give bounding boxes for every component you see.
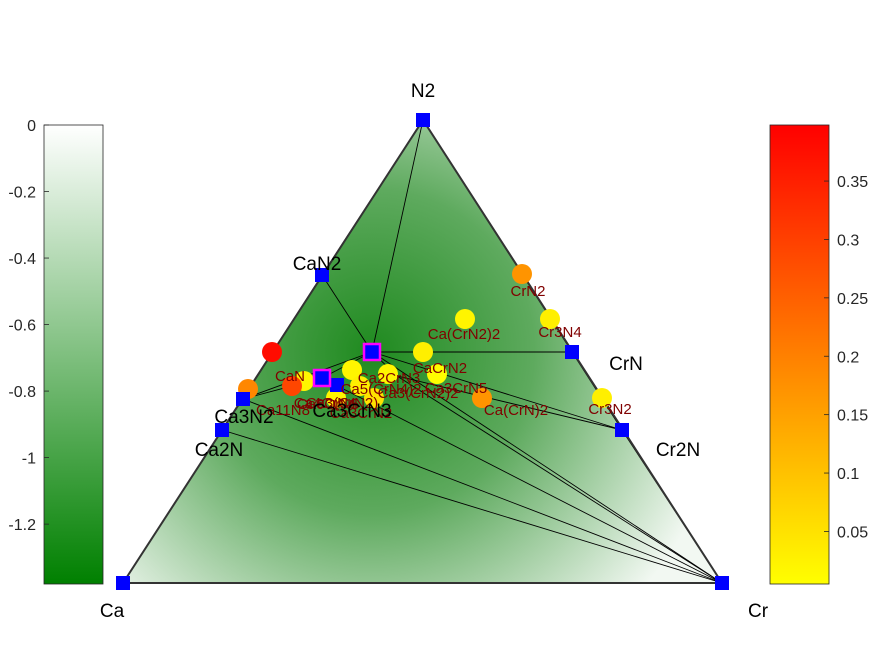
unstable-phase-label: Ca6CrN5	[297, 396, 360, 413]
unstable-phase-label: Ca3CrN2	[330, 405, 393, 422]
colorbar-tick-label: 0.05	[837, 524, 868, 541]
unstable-phase-label: Ca11N8	[256, 402, 310, 419]
stable-phase-label: CaN2	[293, 254, 342, 275]
unstable-phase-marker	[540, 309, 560, 329]
tie-line	[221, 429, 723, 584]
stable-phase-marker	[715, 576, 729, 590]
tie-line	[371, 119, 424, 353]
unstable-phase-label: Ca2CrN3	[358, 370, 421, 387]
tie-line	[396, 375, 723, 584]
colorbar-tick-label: -0.4	[8, 251, 36, 268]
unstable-phase-marker	[326, 388, 346, 408]
colorbar-tick-label: -0.6	[8, 318, 36, 335]
unstable-phase-label: CaCrN2	[413, 360, 467, 377]
unstable-phase-marker	[342, 360, 362, 380]
stable-phase-label: Ca	[100, 601, 125, 622]
unstable-phase-marker	[413, 342, 433, 362]
unstable-phase-label: Ca4CrN4	[294, 395, 357, 412]
unstable-phase-label: Cr3N4	[538, 324, 581, 341]
stable-phase-label: Cr2N	[656, 440, 700, 461]
unstable-phase-marker	[364, 388, 384, 408]
stable-phase-marker	[615, 423, 629, 437]
stable-phase-marker	[236, 392, 250, 406]
unstable-phase-label: Ca(CrN)2	[484, 402, 548, 419]
unstable-phase-marker	[472, 388, 492, 408]
colorbar-tick-label: -0.2	[8, 185, 36, 202]
stable-phase-marker	[330, 378, 344, 392]
unstable-phase-label: Cr3N2	[588, 401, 631, 418]
colorbar-tick-label: -1.2	[8, 517, 36, 534]
unstable-phase-markers	[238, 264, 612, 408]
unstable-phase-marker	[455, 309, 475, 329]
colorbar-tick-label: 0.25	[837, 291, 868, 308]
unstable-phase-marker	[512, 264, 532, 284]
stable-phase-marker	[315, 268, 329, 282]
unstable-phase-label: Ca(CrN2)2	[428, 326, 501, 343]
colorbar-tick-label: 0.15	[837, 408, 868, 425]
stable-phase-markers	[116, 113, 729, 590]
stable-phase-label: Ca3N2	[214, 407, 273, 428]
colorbar-tick-label: 0	[27, 118, 36, 135]
colorbar-tick-label: 0.3	[837, 232, 859, 249]
stable-phase-label: Cr	[748, 601, 769, 622]
unstable-phase-marker	[378, 364, 398, 384]
highlight-phase-marker	[362, 342, 382, 362]
unstable-phase-marker	[427, 364, 447, 384]
unstable-phase-marker	[282, 376, 302, 396]
tie-line	[396, 375, 623, 431]
stable-phase-marker	[416, 113, 430, 127]
tie-line	[371, 351, 723, 584]
formation-energy-colorbar: 0 -0.2 -0.4 -0.6 -0.8 -1 -1.2	[8, 118, 104, 585]
stable-phase-marker	[565, 345, 579, 359]
unstable-phase-marker	[592, 388, 612, 408]
tie-line	[321, 274, 373, 353]
unstable-phase-label: CrN2	[510, 283, 545, 300]
formation-energy-colorbar-bar	[43, 124, 104, 585]
colorbar-tick-label: 0.2	[837, 349, 859, 366]
unstable-phase-marker	[262, 342, 282, 362]
hull-distance-colorbar-bar	[769, 124, 830, 585]
colorbar-tick-label: -0.8	[8, 384, 36, 401]
formation-energy-colorbar-ticks: 0 -0.2 -0.4 -0.6 -0.8 -1 -1.2	[8, 118, 49, 534]
stable-phase-label: Ca2N	[195, 440, 244, 461]
colorbar-tick-label: -1	[22, 451, 36, 468]
unstable-phase-marker	[350, 376, 370, 396]
stable-phase-marker	[215, 423, 229, 437]
highlight-phase-markers	[312, 342, 382, 388]
tie-line	[242, 398, 723, 584]
tie-line	[321, 377, 723, 584]
stable-phase-label: CrN	[609, 354, 643, 375]
colorbar-tick-label: 0.1	[837, 466, 859, 483]
highlight-phase-marker	[312, 368, 332, 388]
unstable-phase-label: CaN	[275, 368, 305, 385]
unstable-phase-label: Ca3(CrN2)2	[378, 385, 459, 402]
hull-distance-colorbar: 0.35 0.3 0.25 0.2 0.15 0.1 0.05	[769, 124, 868, 585]
unstable-phase-label: Ca3CrN5	[425, 380, 488, 397]
hull-distance-colorbar-ticks: 0.35 0.3 0.25 0.2 0.15 0.1 0.05	[824, 174, 868, 541]
unstable-phase-label: Ca3(CrN2)	[306, 395, 379, 412]
stable-phase-label: N2	[411, 81, 435, 102]
stable-phase-label: Ca3CrN3	[312, 401, 391, 422]
unstable-phase-label: Ca5(CrN4)2	[341, 381, 422, 398]
colorbar-tick-label: 0.35	[837, 174, 868, 191]
stable-phase-marker	[116, 576, 130, 590]
tie-line	[371, 351, 623, 431]
